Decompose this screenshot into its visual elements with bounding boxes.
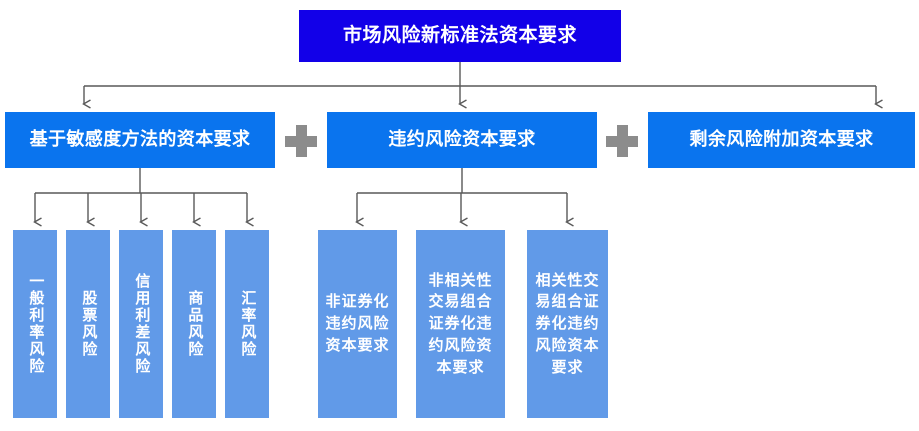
node-root[interactable]: 市场风险新标准法资本要求 xyxy=(299,10,621,62)
node-leaf-credit-spread-risk[interactable]: 信用利差风险 xyxy=(119,230,163,418)
node-leaf-general-interest-rate-risk[interactable]: 一般利率风险 xyxy=(13,230,57,418)
node-leaf-correlation-trading-portfolio[interactable]: 相关性交易组合证券化违约风险资本要求 xyxy=(527,230,608,418)
plus-bar-vertical xyxy=(617,125,628,157)
node-leaf-non-securitized-default-risk[interactable]: 非证券化违约风险资本要求 xyxy=(318,230,397,418)
node-level2-default-risk[interactable]: 违约风险资本要求 xyxy=(327,112,597,168)
plus-icon-1 xyxy=(285,125,317,157)
node-level2-residual-risk[interactable]: 剩余风险附加资本要求 xyxy=(648,112,915,168)
node-leaf-equity-risk[interactable]: 股票风险 xyxy=(66,230,110,418)
plus-bar-vertical xyxy=(296,125,307,157)
node-leaf-commodity-risk[interactable]: 商品风险 xyxy=(172,230,216,418)
node-leaf-non-correlation-trading-portfolio[interactable]: 非相关性交易组合证券化违约风险资本要求 xyxy=(416,230,505,418)
plus-icon-2 xyxy=(606,125,638,157)
node-leaf-fx-risk[interactable]: 汇率风险 xyxy=(225,230,269,418)
node-level2-sensitivity[interactable]: 基于敏感度方法的资本要求 xyxy=(5,112,275,168)
